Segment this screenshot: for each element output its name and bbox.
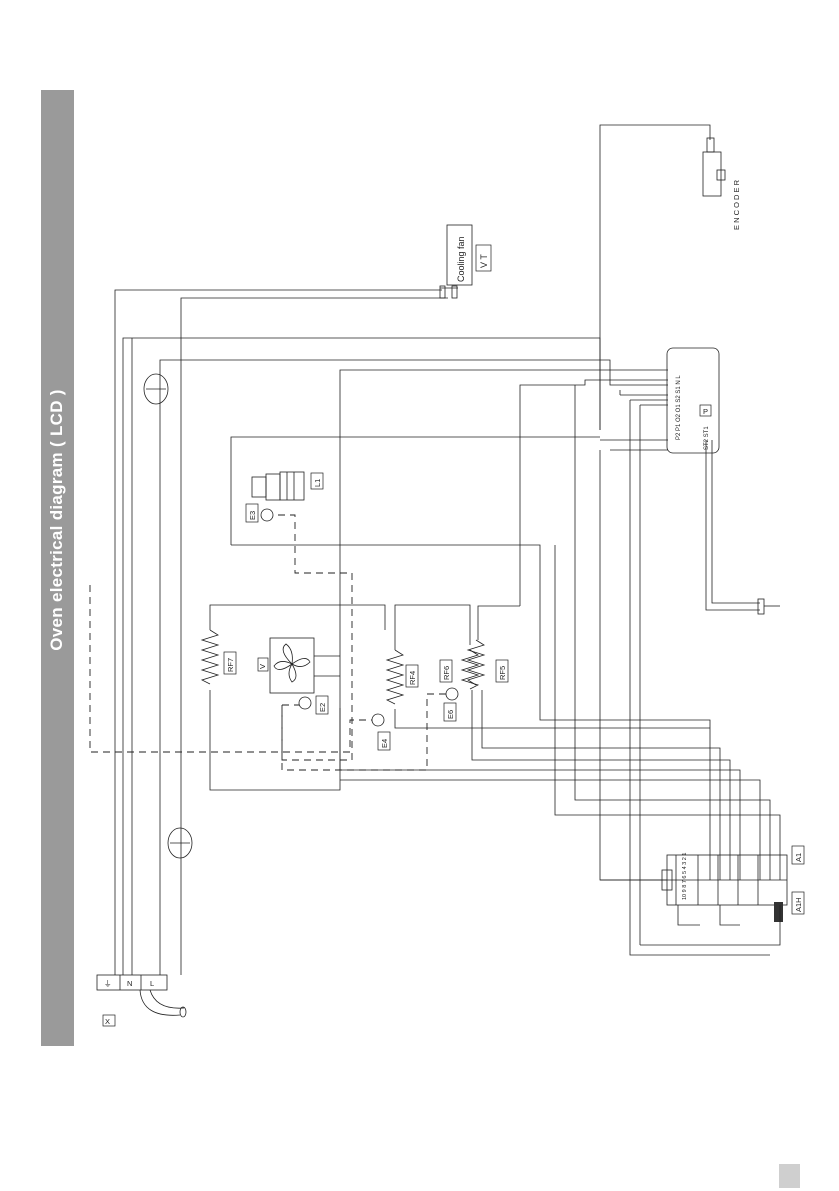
terminal-block-x: ⏚ N L X: [96, 974, 168, 1027]
safety-thermostat-bottom: [167, 827, 193, 859]
earth-e3: E3: [245, 503, 353, 761]
safety-thermostat-top: [143, 373, 169, 405]
title-band: [41, 90, 74, 1046]
switch-a1-label: A1: [794, 853, 803, 862]
board-sensor-codes: ST2 ST1: [704, 426, 710, 450]
control-board-p: P P2 P1 O2 O1 S2 S1 N L ST2 ST1: [666, 347, 720, 454]
earth-e2: E2: [282, 695, 329, 715]
board-wires: [339, 369, 770, 956]
switch-a1h-label: A1H: [794, 897, 803, 912]
earth-e6: E6: [281, 687, 459, 771]
switch-codes: 10 9 8 7 6 5 4 3 2 1: [682, 853, 688, 900]
oven-lamp-l1: L1: [230, 436, 711, 880]
board-p-label: P: [703, 407, 708, 416]
page-number-tab: [779, 1164, 800, 1188]
vt-label: V T: [479, 254, 489, 268]
power-bus-wires: [114, 289, 668, 975]
rf5-label: RF5: [498, 666, 507, 680]
rf7-label: RF7: [226, 658, 235, 672]
earth-e4-label: E4: [380, 739, 389, 748]
board-terminal-codes: P2 P1 O2 O1 S2 S1 N L: [676, 375, 682, 440]
cooling-fan-label: Cooling fan: [456, 236, 466, 282]
earth-e6-label: E6: [446, 710, 455, 719]
earth-e4: E4: [89, 585, 391, 753]
mains-cable: [139, 989, 187, 1018]
heating-element-rf7: RF7: [200, 604, 386, 791]
heating-element-rf4: RF4: [385, 604, 710, 729]
terminal-l-label: L: [150, 979, 154, 988]
switch-bank-wires: [339, 385, 781, 881]
function-switch-a1: 10 9 8 7 6 5 4 3 2 1 A1 A1H: [640, 845, 805, 946]
convection-fan-v: V: [257, 637, 340, 694]
cooling-fan: Cooling fan V T: [439, 224, 492, 299]
rf4-label: RF4: [408, 671, 417, 685]
fan-v-label: V: [258, 664, 267, 669]
lamp-l1-label: L1: [313, 479, 322, 487]
temperature-probe: [705, 440, 780, 615]
heating-element-rf5-rf6: RF6 RF5: [439, 605, 731, 880]
terminal-n-label: N: [127, 979, 132, 988]
earth-e3-label: E3: [248, 511, 257, 520]
encoder-label: E N C O D E R: [732, 179, 741, 230]
earth-symbol: ⏚: [104, 979, 112, 988]
component-x-label: X: [105, 1017, 110, 1026]
encoder: E N C O D E R: [599, 124, 741, 430]
rf6-label: RF6: [442, 666, 451, 680]
earth-e2-label: E2: [318, 703, 327, 712]
